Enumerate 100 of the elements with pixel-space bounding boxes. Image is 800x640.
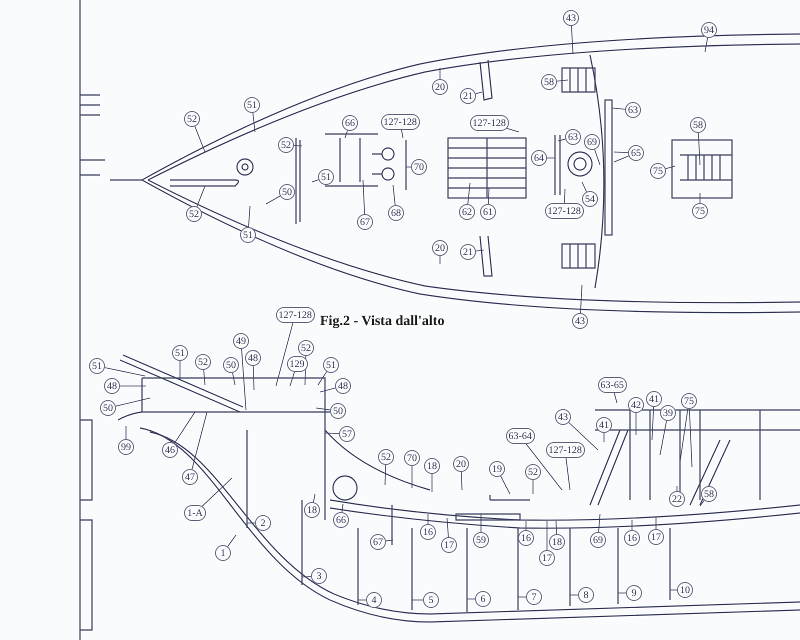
callout-number: 66 <box>342 115 358 131</box>
callout-number: 17 <box>539 550 555 566</box>
leader-line <box>460 472 462 490</box>
callout-number: 69 <box>584 134 600 150</box>
leader-line <box>594 149 600 166</box>
leader-line <box>174 412 196 444</box>
callout-number: 61 <box>480 204 496 220</box>
callout-number: 41 <box>596 417 612 433</box>
leader-line <box>232 372 236 386</box>
callout-number: 10 <box>677 582 693 598</box>
callout-number: 127-128 <box>544 203 584 219</box>
leader-line <box>294 145 302 146</box>
leader-line <box>446 518 449 538</box>
leader-line <box>614 152 628 154</box>
leader-line <box>302 576 312 578</box>
callout-number: 66 <box>333 512 349 528</box>
callout-number: 129 <box>286 356 308 372</box>
callout-number: 51 <box>89 358 105 374</box>
callout-number: 52 <box>186 206 202 222</box>
leader-line <box>566 458 570 490</box>
callout-number: 70 <box>404 450 420 466</box>
callout-number: 58 <box>690 117 706 133</box>
leader-line <box>384 464 386 486</box>
callout-number: 43 <box>563 10 579 26</box>
callout-number: 51 <box>240 227 256 243</box>
leader-line <box>571 26 574 54</box>
callout-number: 52 <box>525 464 541 480</box>
callout-number: 58 <box>541 74 557 90</box>
leader-line <box>652 406 654 440</box>
callout-number: 59 <box>473 532 489 548</box>
callout-number: 127-128 <box>380 114 420 130</box>
callout-number: 5 <box>423 592 439 608</box>
callout-number: 43 <box>572 313 588 329</box>
leader-line <box>618 592 626 594</box>
callout-number: 52 <box>378 449 394 465</box>
callout-number: 17 <box>648 529 664 545</box>
callout-number: 51 <box>244 97 260 113</box>
callout-number: 21 <box>460 88 476 104</box>
leader-line <box>564 188 566 204</box>
leader-line <box>698 132 700 166</box>
leader-line <box>320 388 336 392</box>
callout-number: 63-64 <box>506 428 534 444</box>
callout-number: 20 <box>453 456 469 472</box>
leader-line <box>386 540 394 542</box>
leader-line <box>362 180 366 214</box>
callout-number: 65 <box>628 145 644 161</box>
callout-number: 17 <box>441 537 457 553</box>
leader-line <box>324 432 340 434</box>
callout-number: 3 <box>311 568 327 584</box>
callout-number: 6 <box>475 591 491 607</box>
callout-number: 16 <box>518 530 534 546</box>
callout-number: 58 <box>701 486 717 502</box>
callout-number: 50 <box>279 184 295 200</box>
callout-number: 46 <box>162 442 178 458</box>
callout-number: 18 <box>549 534 565 550</box>
callout-number: 52 <box>184 111 200 127</box>
leader-line <box>192 412 208 470</box>
figure-caption: Fig.2 - Vista dall'alto <box>320 314 444 330</box>
leader-line <box>480 514 482 532</box>
callout-number: 18 <box>424 458 440 474</box>
callout-number: 99 <box>118 439 134 455</box>
callout-number: 57 <box>339 426 355 442</box>
callout-number: 43 <box>555 409 571 425</box>
leader-line <box>660 420 667 456</box>
callout-number: 18 <box>304 502 320 518</box>
leader-line <box>342 504 344 512</box>
leader-line <box>688 408 692 468</box>
callout-number: 20 <box>432 240 448 256</box>
callout-number: 127-128 <box>470 115 508 131</box>
callout-number: 49 <box>233 333 249 349</box>
leader-line <box>248 206 250 228</box>
callout-number: 94 <box>701 22 717 38</box>
callout-number: 50 <box>223 357 239 373</box>
leader-line <box>504 127 520 132</box>
leader-line <box>665 166 676 170</box>
callout-number: 63 <box>565 129 581 145</box>
callout-number: 63 <box>625 102 641 118</box>
callout-number: 75 <box>692 203 708 219</box>
leader-line <box>598 514 600 532</box>
leader-line <box>104 367 146 376</box>
callout-number: 50 <box>330 403 346 419</box>
leader-line <box>276 322 294 386</box>
leader-line <box>556 520 558 534</box>
leader-line <box>704 37 708 52</box>
callout-number: 42 <box>628 397 644 413</box>
callout-number: 16 <box>420 524 436 540</box>
leader-line <box>401 130 404 138</box>
callout-number: 48 <box>335 378 351 394</box>
leader-line <box>241 348 246 410</box>
leader-line <box>252 112 256 132</box>
leader-line <box>475 92 482 94</box>
leader-line <box>700 500 705 506</box>
leader-line <box>392 184 396 206</box>
leader-line <box>568 422 598 450</box>
callout-number: 20 <box>432 79 448 95</box>
callout-number: 75 <box>681 393 697 409</box>
leader-line <box>290 371 295 386</box>
leader-line <box>614 392 618 404</box>
callout-number: 8 <box>578 587 594 603</box>
callout-number: 67 <box>370 534 386 550</box>
